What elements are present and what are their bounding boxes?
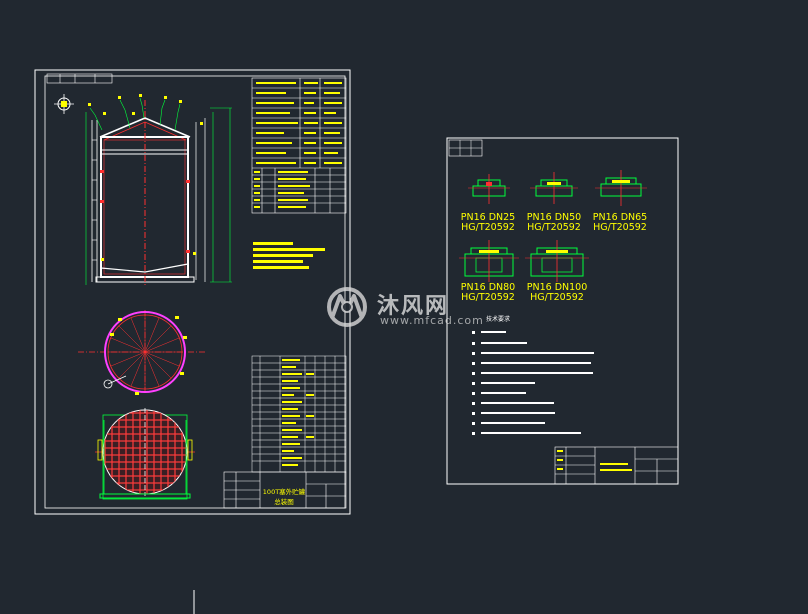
flange-std-dn50: HG/T20592 xyxy=(527,222,581,233)
left-header-table xyxy=(46,73,113,84)
flange-label-dn25: PN16 DN25 xyxy=(461,212,515,223)
design-data-table xyxy=(251,77,347,214)
flange-std-dn80: HG/T20592 xyxy=(461,292,515,303)
watermark-text: 沐风网 xyxy=(377,294,450,319)
watermark-url: www.mfcad.com xyxy=(380,314,484,327)
flange-drawing-dn65 xyxy=(595,170,647,206)
requirements-title: 技术要求 xyxy=(486,315,510,323)
tank-elevation-view xyxy=(85,94,232,285)
flange-std-dn65: HG/T20592 xyxy=(593,222,647,233)
flange-label-dn80: PN16 DN80 xyxy=(461,282,515,293)
design-data-text xyxy=(254,82,342,208)
flange-drawing-dn25 xyxy=(468,174,510,204)
flange-drawing-dn50 xyxy=(530,172,578,204)
parts-list-text xyxy=(282,359,314,466)
flange-label-dn65: PN16 DN65 xyxy=(593,212,647,223)
drawing-title: 100T塞外贮罐 xyxy=(263,487,306,496)
mfcad-logo xyxy=(327,287,367,327)
left-drawing-sheet xyxy=(34,69,351,515)
tech-notes-left xyxy=(253,242,325,269)
flange-std-dn25: HG/T20592 xyxy=(461,222,515,233)
drawing-type: 总装图 xyxy=(274,497,294,506)
flange-std-dn100: HG/T20592 xyxy=(530,292,584,303)
parts-list-table xyxy=(251,355,347,473)
tank-plan-view xyxy=(78,310,205,395)
right-title-text xyxy=(557,450,632,471)
right-title-block xyxy=(554,446,679,485)
flange-label-dn100: PN16 DN100 xyxy=(527,282,588,293)
flange-drawing-dn100 xyxy=(525,240,589,282)
tank-bottom-view xyxy=(95,408,195,500)
flange-drawing-dn80 xyxy=(459,240,519,282)
left-title-block xyxy=(223,471,347,509)
requirements-list xyxy=(472,331,594,435)
orientation-symbol xyxy=(54,94,74,114)
flange-labels: PN16 DN25 HG/T20592 PN16 DN50 HG/T20592 … xyxy=(461,212,647,303)
flange-label-dn50: PN16 DN50 xyxy=(527,212,581,223)
